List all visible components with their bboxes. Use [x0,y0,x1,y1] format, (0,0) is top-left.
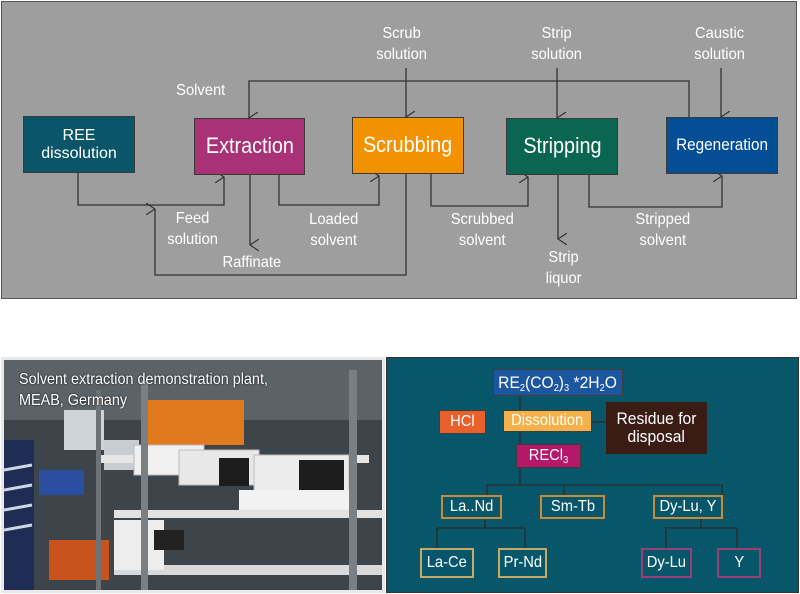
node-leaf-pr-nd: Pr-Nd [498,548,547,578]
group-la-nd-label: La..Nd [449,497,494,515]
node-dissolution: Dissolution [503,410,592,432]
scrub-solution-line1: Scrub [382,25,421,42]
group-sm-tb-label: Sm-Tb [550,497,595,515]
node-recl3: RECl3 [516,444,581,468]
carbonate-text-h: *2H [569,372,601,392]
node-residue: Residue for disposal [606,402,707,454]
carbonate-sub-2: 2 [554,382,560,394]
separation-tree-diagram: RE2(CO2)3 *2H2O HCl Dissolution Residue … [386,357,799,593]
feed-solution-line2: solution [167,231,218,248]
stage-scrubbing: Scrubbing [352,117,464,174]
node-re-carbonate: RE2(CO2)3 *2H2O [493,369,623,396]
hcl-label: HCl [450,412,475,430]
stage-ree-dissolution-line1: REE [62,126,96,144]
stage-regeneration-label: Regeneration [676,135,768,155]
node-group-sm-tb: Sm-Tb [540,495,605,519]
node-leaf-y: Y [717,548,761,578]
loaded-solvent-line1: Loaded [309,211,359,228]
strip-solution-line1: Strip [541,25,572,42]
stream-label-stripped-solvent: Stripped solvent [635,209,690,251]
stage-stripping: Stripping [506,118,618,175]
photo-caption: Solvent extraction demonstration plant, … [19,369,268,411]
node-group-la-nd: La..Nd [441,495,502,519]
caustic-solution-line1: Caustic [695,25,745,42]
carbonate-sub-3: 3 [564,382,570,394]
scrubbed-solvent-line [430,174,528,207]
stream-label-strip-solution: Strip solution [531,23,582,65]
plant-photo: Solvent extraction demonstration plant, … [1,357,385,593]
residue-line2: disposal [627,427,686,446]
photo-caption-line2: MEAB, Germany [19,392,128,409]
stream-label-feed-solution: Feed solution [167,208,218,250]
stream-label-solvent: Solvent [176,80,225,101]
connector-la-nd-bar [436,527,526,548]
solvent-text: Solvent [176,82,226,99]
stream-label-loaded-solvent: Loaded solvent [309,209,358,251]
feed-solution-line1: Feed [175,210,210,227]
strip-liquor-line2: liquor [545,270,582,287]
stage-regeneration: Regeneration [666,117,778,174]
carbonate-text-re: RE [498,372,521,392]
leaf-y-label: Y [734,553,744,571]
photo-caption-line1: Solvent extraction demonstration plant, [19,371,268,388]
stripped-solvent-line1: Stripped [635,211,691,228]
stream-label-scrub-solution: Scrub solution [376,23,427,65]
caustic-solution-line2: solution [694,46,745,63]
residue-line1: Residue for [616,409,697,429]
solvent-recycle-line [249,80,690,118]
stage-ree-dissolution: REE dissolution [23,116,135,173]
stage-extraction-label: Extraction [205,133,294,159]
stripped-solvent-line2: solvent [639,232,687,249]
flow-connectors [77,68,798,276]
carbonate-text-close: ) [559,372,565,392]
stage-stripping-label: Stripping [522,133,602,159]
node-group-dy-lu-y: Dy-Lu, Y [653,495,723,519]
stage-extraction: Extraction [194,118,305,175]
connector-dy-lu-y-bar [665,527,738,548]
leaf-pr-nd-label: Pr-Nd [503,553,542,571]
scrub-solution-line2: solution [376,46,427,63]
stream-label-caustic-solution: Caustic solution [694,23,745,65]
scrubbed-solvent-line1: Scrubbed [450,211,514,228]
process-flow-diagram: REE dissolution Extraction Scrubbing Str… [1,1,797,299]
group-dy-lu-y-label: Dy-Lu, Y [659,497,717,515]
node-leaf-la-ce: La-Ce [420,548,474,578]
loaded-solvent-line [278,174,379,206]
connector-group-bar [486,484,723,495]
stage-ree-dissolution-line2: dissolution [41,144,117,162]
scrubbed-solvent-line2: solvent [458,232,506,249]
node-leaf-dy-lu: Dy-Lu [641,548,692,578]
carbonate-sub-4: 2 [600,382,606,394]
stream-label-raffinate: Raffinate [223,252,282,273]
stream-label-scrubbed-solvent: Scrubbed solvent [451,209,514,251]
leaf-la-ce-label: La-Ce [426,553,468,571]
raffinate-text: Raffinate [222,254,282,271]
strip-liquor-line1: Strip [548,249,579,266]
dissolution-label: Dissolution [511,411,584,429]
plant-photo-illustration [4,360,382,590]
carbonate-text-co: (CO [525,372,555,392]
recl3-sub: 3 [563,454,569,466]
node-hcl: HCl [439,410,486,434]
stream-label-strip-liquor: Strip liquor [546,247,582,289]
loaded-solvent-line2: solvent [310,232,358,249]
stage-scrubbing-label: Scrubbing [363,132,453,158]
feed-solution-line [77,171,224,206]
stripped-solvent-line [588,175,722,208]
strip-solution-line2: solution [531,46,582,63]
leaf-dy-lu-label: Dy-Lu [646,553,687,571]
scrub-recycle-line [155,174,407,276]
carbonate-sub-1: 2 [520,382,526,394]
carbonate-text-o: O [605,372,618,392]
recl3-text: RECl [528,446,564,464]
